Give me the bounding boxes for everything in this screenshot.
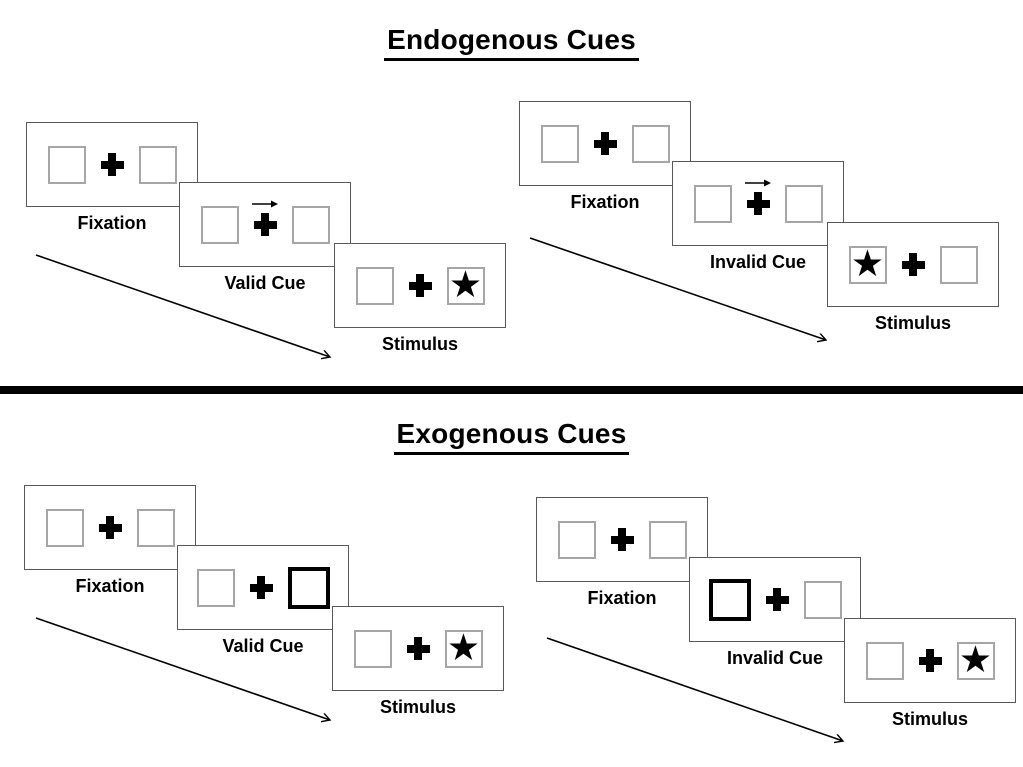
sequence-endogenous-valid: Fixation Valid Cue bbox=[26, 122, 546, 407]
trial-screen: ★ bbox=[827, 222, 999, 307]
trial-screen bbox=[179, 182, 351, 267]
star-icon: ★ bbox=[850, 241, 885, 285]
fixation-cross-icon bbox=[765, 588, 789, 611]
panel-fixation: Fixation bbox=[26, 122, 198, 234]
left-placeholder-box bbox=[557, 520, 596, 559]
fixation-cross-icon bbox=[901, 253, 925, 276]
panel-stimulus: ★ Stimulus bbox=[827, 222, 999, 334]
center-cue-area bbox=[593, 132, 617, 155]
fixation-cross-icon bbox=[746, 192, 770, 215]
panel-label: Stimulus bbox=[874, 313, 951, 333]
exogenous-section-title: Exogenous Cues bbox=[0, 418, 1023, 455]
fixation-cross-icon bbox=[408, 274, 432, 297]
center-cue-area bbox=[252, 200, 278, 236]
center-cue-area bbox=[98, 516, 122, 539]
center-cue-area bbox=[406, 637, 430, 660]
left-placeholder-box bbox=[45, 508, 84, 547]
trial-screen: ★ bbox=[332, 606, 504, 691]
center-cue-area bbox=[901, 253, 925, 276]
sequence-exogenous-valid: Fixation Valid Cue ★ Stimul bbox=[24, 485, 544, 767]
left-star-stimulus-box: ★ bbox=[848, 241, 887, 285]
panel-valid-cue: Valid Cue bbox=[179, 182, 351, 294]
right-placeholder-box bbox=[648, 520, 687, 559]
panel-label: Valid Cue bbox=[222, 636, 304, 656]
left-placeholder-box bbox=[47, 145, 86, 184]
endogenous-section-title: Endogenous Cues bbox=[0, 24, 1023, 61]
left-placeholder-box bbox=[540, 124, 579, 163]
panel-stimulus: ★ Stimulus bbox=[844, 618, 1016, 730]
trial-screen bbox=[672, 161, 844, 246]
panel-label: Invalid Cue bbox=[726, 648, 824, 668]
center-cue-area bbox=[249, 576, 273, 599]
right-placeholder-box bbox=[939, 245, 978, 284]
section-title-text: Exogenous Cues bbox=[393, 418, 630, 455]
trial-screen bbox=[689, 557, 861, 642]
fixation-cross-icon bbox=[610, 528, 634, 551]
trial-screen: ★ bbox=[844, 618, 1016, 703]
trial-screen bbox=[177, 545, 349, 630]
panel-invalid-cue: Invalid Cue bbox=[672, 161, 844, 273]
section-divider bbox=[0, 386, 1023, 394]
fixation-cross-icon bbox=[98, 516, 122, 539]
center-cue-area bbox=[610, 528, 634, 551]
center-cue-area bbox=[745, 179, 771, 215]
panel-fixation: Fixation bbox=[519, 101, 691, 213]
star-icon: ★ bbox=[448, 262, 483, 306]
trial-screen: ★ bbox=[334, 243, 506, 328]
panel-label: Stimulus bbox=[379, 697, 456, 717]
right-placeholder-box bbox=[291, 205, 330, 244]
right-arrow-cue-icon bbox=[745, 179, 771, 187]
right-arrow-cue-icon bbox=[252, 200, 278, 208]
right-placeholder-box bbox=[631, 124, 670, 163]
trial-screen bbox=[26, 122, 198, 207]
center-cue-area bbox=[100, 153, 124, 176]
panel-fixation: Fixation bbox=[24, 485, 196, 597]
panel-label: Fixation bbox=[75, 576, 145, 596]
star-icon: ★ bbox=[958, 637, 993, 681]
panel-label: Fixation bbox=[570, 192, 640, 212]
trial-screen bbox=[24, 485, 196, 570]
left-placeholder-box bbox=[865, 641, 904, 680]
panel-stimulus: ★ Stimulus bbox=[332, 606, 504, 718]
left-cue-highlight-box bbox=[708, 578, 751, 621]
trial-screen bbox=[519, 101, 691, 186]
panel-fixation: Fixation bbox=[536, 497, 708, 609]
right-cue-highlight-box bbox=[287, 566, 330, 609]
panel-label: Invalid Cue bbox=[709, 252, 807, 272]
panel-invalid-cue: Invalid Cue bbox=[689, 557, 861, 669]
left-placeholder-box bbox=[693, 184, 732, 223]
right-star-stimulus-box: ★ bbox=[444, 625, 483, 669]
panel-valid-cue: Valid Cue bbox=[177, 545, 349, 657]
center-cue-area bbox=[765, 588, 789, 611]
right-star-stimulus-box: ★ bbox=[446, 262, 485, 306]
center-cue-area bbox=[918, 649, 942, 672]
panel-label: Valid Cue bbox=[224, 273, 306, 293]
trial-screen bbox=[536, 497, 708, 582]
panel-stimulus: ★ Stimulus bbox=[334, 243, 506, 355]
fixation-cross-icon bbox=[253, 213, 277, 236]
right-star-stimulus-box: ★ bbox=[956, 637, 995, 681]
fixation-cross-icon bbox=[249, 576, 273, 599]
panel-label: Fixation bbox=[587, 588, 657, 608]
right-placeholder-box bbox=[138, 145, 177, 184]
center-cue-area bbox=[408, 274, 432, 297]
panel-label: Stimulus bbox=[381, 334, 458, 354]
right-placeholder-box bbox=[784, 184, 823, 223]
sequence-endogenous-invalid: Fixation Invalid Cue ★ bbox=[519, 101, 1023, 386]
fixation-cross-icon bbox=[593, 132, 617, 155]
fixation-cross-icon bbox=[406, 637, 430, 660]
right-placeholder-box bbox=[136, 508, 175, 547]
panel-label: Fixation bbox=[77, 213, 147, 233]
panel-label: Stimulus bbox=[891, 709, 968, 729]
star-icon: ★ bbox=[446, 625, 481, 669]
fixation-cross-icon bbox=[918, 649, 942, 672]
sequence-exogenous-invalid: Fixation Invalid Cue ★ Stim bbox=[536, 497, 1023, 767]
left-placeholder-box bbox=[196, 568, 235, 607]
right-placeholder-box bbox=[803, 580, 842, 619]
left-placeholder-box bbox=[353, 629, 392, 668]
left-placeholder-box bbox=[200, 205, 239, 244]
left-placeholder-box bbox=[355, 266, 394, 305]
fixation-cross-icon bbox=[100, 153, 124, 176]
section-title-text: Endogenous Cues bbox=[384, 24, 639, 61]
